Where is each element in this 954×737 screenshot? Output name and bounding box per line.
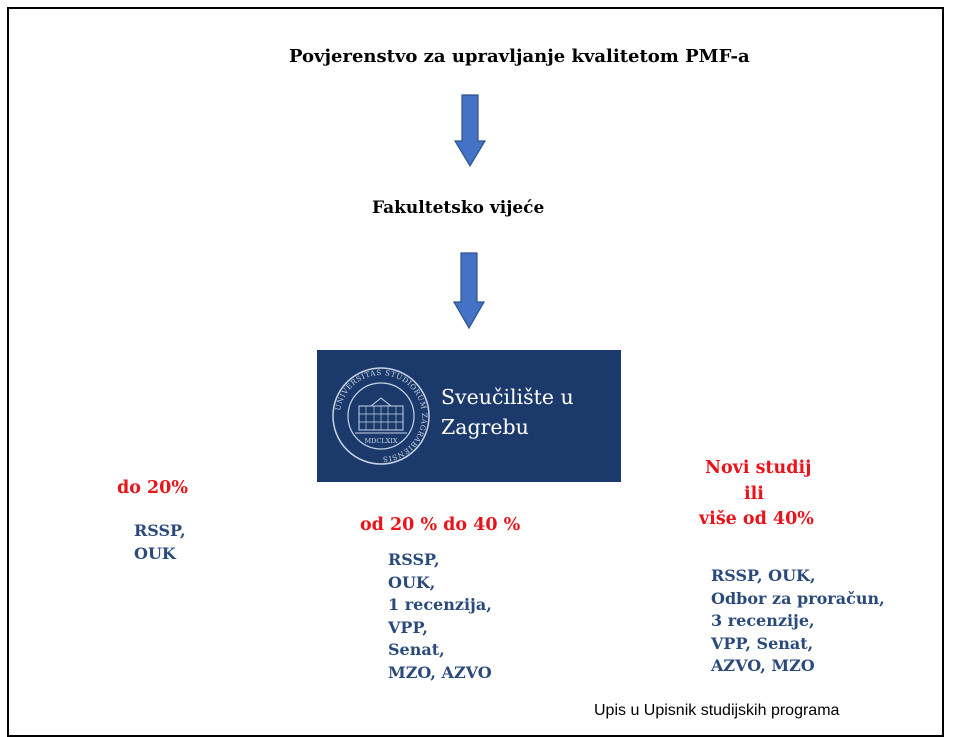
list-item: VPP,	[388, 617, 428, 637]
middle-node-title: Fakultetsko vijeće	[372, 198, 545, 218]
university-logo: UNIVERSITAS STUDIORUM ZAGRABIENSIS MDCLX…	[317, 350, 621, 482]
heading-line: više od 40%	[699, 509, 814, 529]
svg-text:MDCLXIX: MDCLXIX	[365, 437, 398, 445]
heading-line: Novi studij	[705, 458, 812, 478]
list-item: Senat,	[388, 640, 445, 660]
list-item: 3 recenzije,	[711, 611, 815, 631]
list-item: OUK	[134, 543, 176, 563]
down-arrow-icon	[454, 94, 486, 168]
column-3-list: RSSP, OUK, Odbor za proračun, 3 recenzij…	[711, 565, 885, 678]
footer-note: Upis u Upisnik studijskih programa	[594, 702, 840, 719]
column-1-list: RSSP, OUK	[134, 520, 186, 565]
list-item: OUK,	[388, 572, 436, 592]
list-item: RSSP,	[134, 521, 186, 540]
column-1-heading: do 20%	[117, 478, 188, 498]
down-arrow-icon	[453, 252, 485, 330]
list-item: 1 recenzija,	[388, 595, 492, 615]
column-2-list: RSSP, OUK, 1 recenzija, VPP, Senat, MZO,…	[388, 549, 492, 685]
list-item: VPP, Senat,	[711, 633, 814, 653]
column-3-heading: Novi studij ili više od 40%	[699, 456, 849, 533]
list-item: AZVO, MZO	[711, 656, 815, 676]
list-item: Odbor za proračun,	[711, 588, 885, 608]
university-name-line1: Sveučilište u	[441, 385, 574, 409]
university-seal-icon: UNIVERSITAS STUDIORUM ZAGRABIENSIS MDCLX…	[332, 367, 430, 465]
list-item: RSSP, OUK,	[711, 566, 816, 585]
list-item: RSSP,	[388, 550, 440, 569]
university-name: Sveučilište u Zagrebu	[441, 382, 574, 442]
university-name-line2: Zagrebu	[441, 415, 529, 439]
heading-line: ili	[744, 483, 764, 504]
top-node-title: Povjerenstvo za upravljanje kvalitetom P…	[289, 46, 750, 67]
column-2-heading: od 20 % do 40 %	[360, 515, 521, 535]
list-item: MZO, AZVO	[388, 662, 492, 682]
